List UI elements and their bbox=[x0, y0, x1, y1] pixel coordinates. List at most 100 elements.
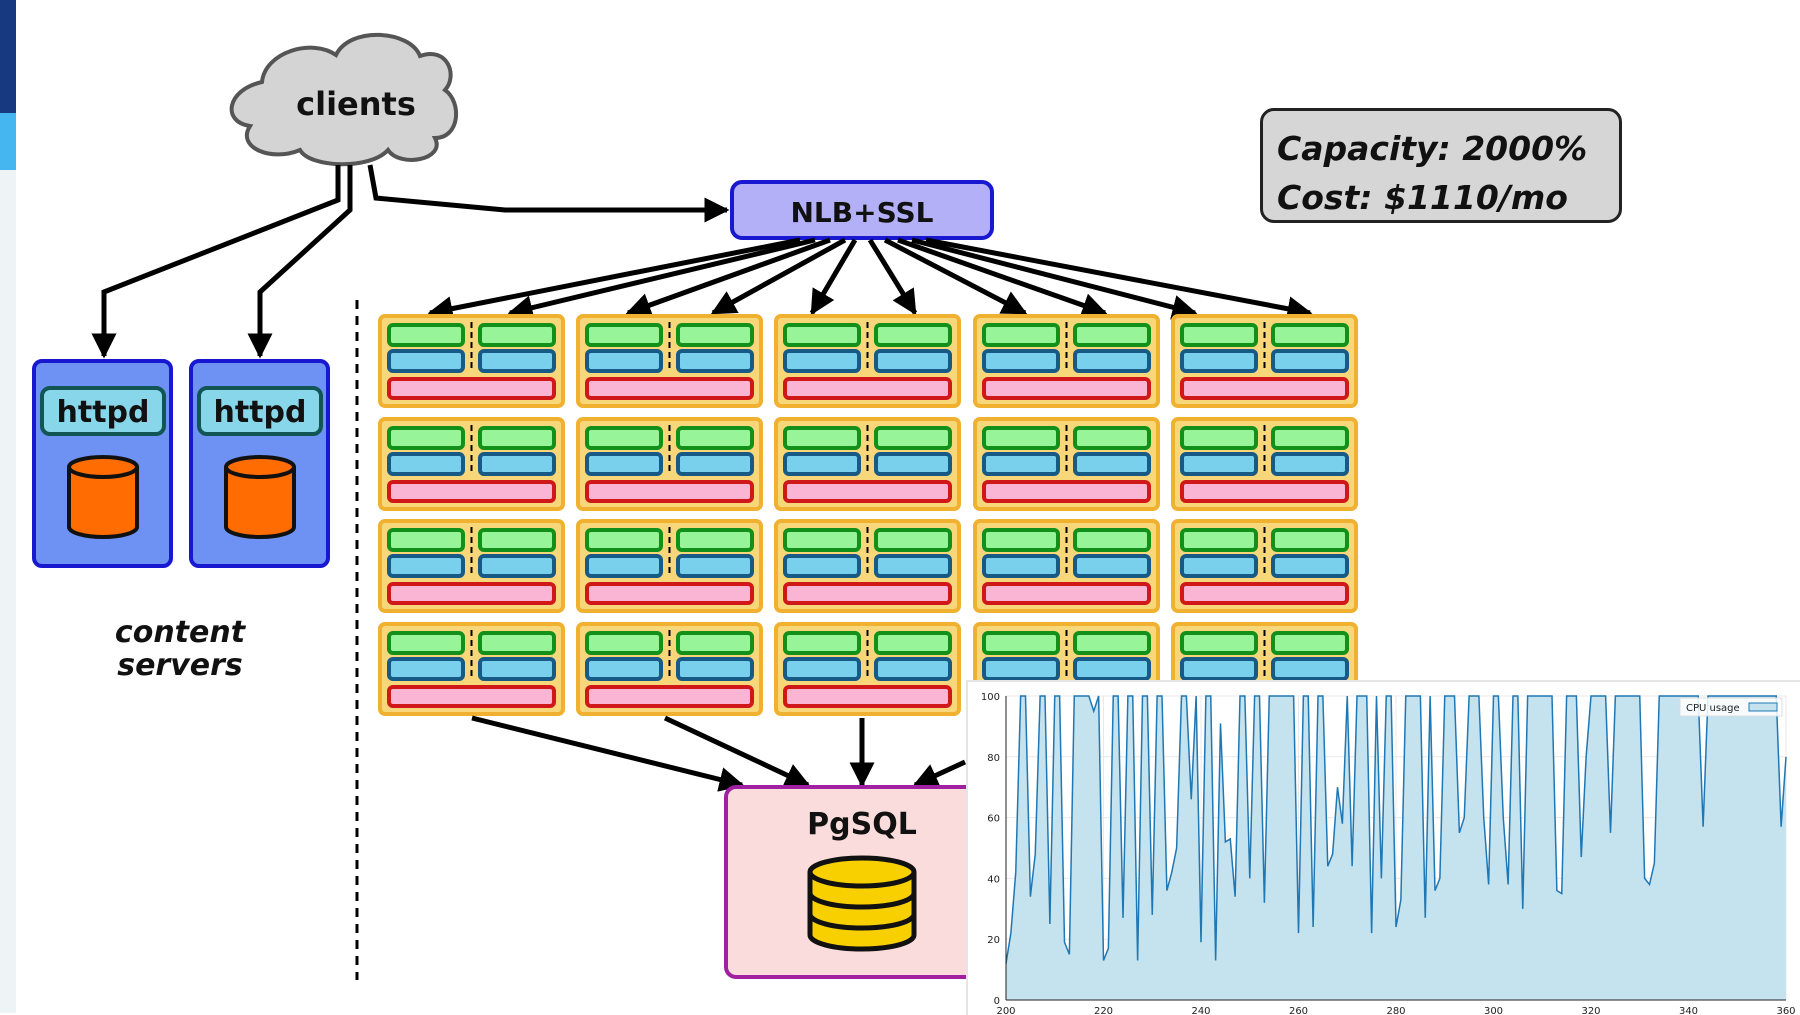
worker-slot-green bbox=[387, 528, 465, 552]
balancer-box bbox=[730, 180, 994, 240]
web-server-1: httpd bbox=[32, 359, 173, 568]
y-tick-label: 20 bbox=[987, 935, 1000, 946]
balancer-label: NLB+SSL bbox=[791, 196, 934, 229]
worker-slot-green bbox=[676, 528, 754, 552]
worker-slot-blue bbox=[585, 554, 663, 578]
worker-slot-green bbox=[585, 631, 663, 655]
worker-slot-blue bbox=[783, 349, 861, 373]
worker-slot-green bbox=[1180, 631, 1258, 655]
worker-slot-blue bbox=[783, 554, 861, 578]
worker-slot-blue bbox=[585, 452, 663, 476]
worker-slot-green bbox=[1073, 323, 1151, 347]
x-tick-label: 320 bbox=[1581, 1006, 1600, 1015]
clients-label: clients bbox=[296, 85, 416, 123]
app-server-node bbox=[576, 519, 763, 613]
x-tick-label: 240 bbox=[1191, 1006, 1210, 1015]
y-tick-label: 40 bbox=[987, 874, 1000, 885]
worker-slot-green bbox=[585, 323, 663, 347]
y-tick-label: 0 bbox=[994, 996, 1000, 1007]
worker-slot-green bbox=[387, 323, 465, 347]
cache-slot bbox=[387, 685, 556, 708]
x-tick-label: 300 bbox=[1484, 1006, 1503, 1015]
worker-slot-green bbox=[1073, 631, 1151, 655]
worker-slot-blue bbox=[1073, 657, 1151, 681]
cache-slot bbox=[585, 582, 754, 605]
worker-slot-green bbox=[478, 426, 556, 450]
app-server-node bbox=[973, 519, 1160, 613]
client-to-httpd1-arrow bbox=[91, 165, 341, 359]
worker-slot-blue bbox=[1180, 554, 1258, 578]
worker-slot-blue bbox=[982, 452, 1060, 476]
app-server-node bbox=[1171, 519, 1358, 613]
worker-slot-green bbox=[478, 528, 556, 552]
worker-slot-green bbox=[1271, 631, 1349, 655]
worker-slot-blue bbox=[478, 349, 556, 373]
app-server-node bbox=[774, 417, 961, 511]
worker-slot-blue bbox=[1180, 452, 1258, 476]
x-tick-label: 280 bbox=[1386, 1006, 1405, 1015]
cache-slot bbox=[1180, 377, 1349, 400]
web-server-2-label: httpd bbox=[214, 395, 307, 430]
disk-icon-top bbox=[224, 455, 296, 479]
worker-slot-green bbox=[1271, 528, 1349, 552]
worker-slot-green bbox=[982, 426, 1060, 450]
cache-slot bbox=[387, 582, 556, 605]
worker-slot-blue bbox=[874, 349, 952, 373]
cache-slot bbox=[982, 377, 1151, 400]
content-servers-label-line1: content bbox=[115, 615, 247, 650]
worker-slot-green bbox=[1073, 426, 1151, 450]
worker-slot-green bbox=[676, 323, 754, 347]
worker-slot-green bbox=[1180, 426, 1258, 450]
left-accent-bar bbox=[0, 0, 16, 1013]
app-server-node bbox=[378, 622, 565, 716]
worker-slot-blue bbox=[478, 554, 556, 578]
worker-slot-blue bbox=[1073, 554, 1151, 578]
clients-cloud-shape bbox=[229, 32, 459, 167]
worker-slot-green bbox=[387, 631, 465, 655]
worker-slot-green bbox=[1073, 528, 1151, 552]
worker-slot-blue bbox=[676, 349, 754, 373]
worker-slot-green bbox=[1271, 323, 1349, 347]
content-servers-label-line2: servers bbox=[117, 648, 243, 683]
x-tick-label: 200 bbox=[996, 1006, 1015, 1015]
worker-slot-green bbox=[1180, 323, 1258, 347]
worker-slot-blue bbox=[387, 349, 465, 373]
worker-slot-green bbox=[874, 631, 952, 655]
balancer-fanout-arrows bbox=[427, 237, 1313, 322]
cache-slot bbox=[585, 685, 754, 708]
app-server-node bbox=[576, 417, 763, 511]
worker-slot-green bbox=[874, 323, 952, 347]
worker-slot-blue bbox=[982, 554, 1060, 578]
app-server-node bbox=[576, 314, 763, 408]
cache-slot bbox=[783, 685, 952, 708]
legend-label: CPU usage bbox=[1686, 703, 1740, 714]
x-tick-label: 220 bbox=[1094, 1006, 1113, 1015]
worker-slot-blue bbox=[783, 657, 861, 681]
x-tick-label: 260 bbox=[1289, 1006, 1308, 1015]
worker-slot-green bbox=[982, 528, 1060, 552]
worker-slot-blue bbox=[1180, 657, 1258, 681]
app-server-node bbox=[378, 314, 565, 408]
worker-slot-blue bbox=[982, 349, 1060, 373]
cache-slot bbox=[387, 480, 556, 503]
accent-light-segment bbox=[0, 113, 16, 170]
cost-text: Cost: $1110/mo bbox=[1277, 178, 1568, 217]
cache-slot bbox=[1180, 582, 1349, 605]
worker-slot-green bbox=[1271, 426, 1349, 450]
web-server-1-label: httpd bbox=[57, 395, 150, 430]
app-server-node bbox=[774, 314, 961, 408]
app-server-node bbox=[774, 622, 961, 716]
disk-icon bbox=[224, 467, 296, 539]
capacity-cost-box: Capacity: 2000% Cost: $1110/mo bbox=[1260, 108, 1622, 223]
chart-legend: CPU usage bbox=[1679, 697, 1783, 717]
web-server-2: httpd bbox=[189, 359, 330, 568]
app-server-node bbox=[378, 417, 565, 511]
worker-slot-blue bbox=[585, 349, 663, 373]
client-to-httpd2-arrow bbox=[247, 165, 353, 359]
app-server-node bbox=[973, 417, 1160, 511]
cpu-usage-area bbox=[1006, 696, 1786, 1000]
worker-slot-blue bbox=[1271, 349, 1349, 373]
